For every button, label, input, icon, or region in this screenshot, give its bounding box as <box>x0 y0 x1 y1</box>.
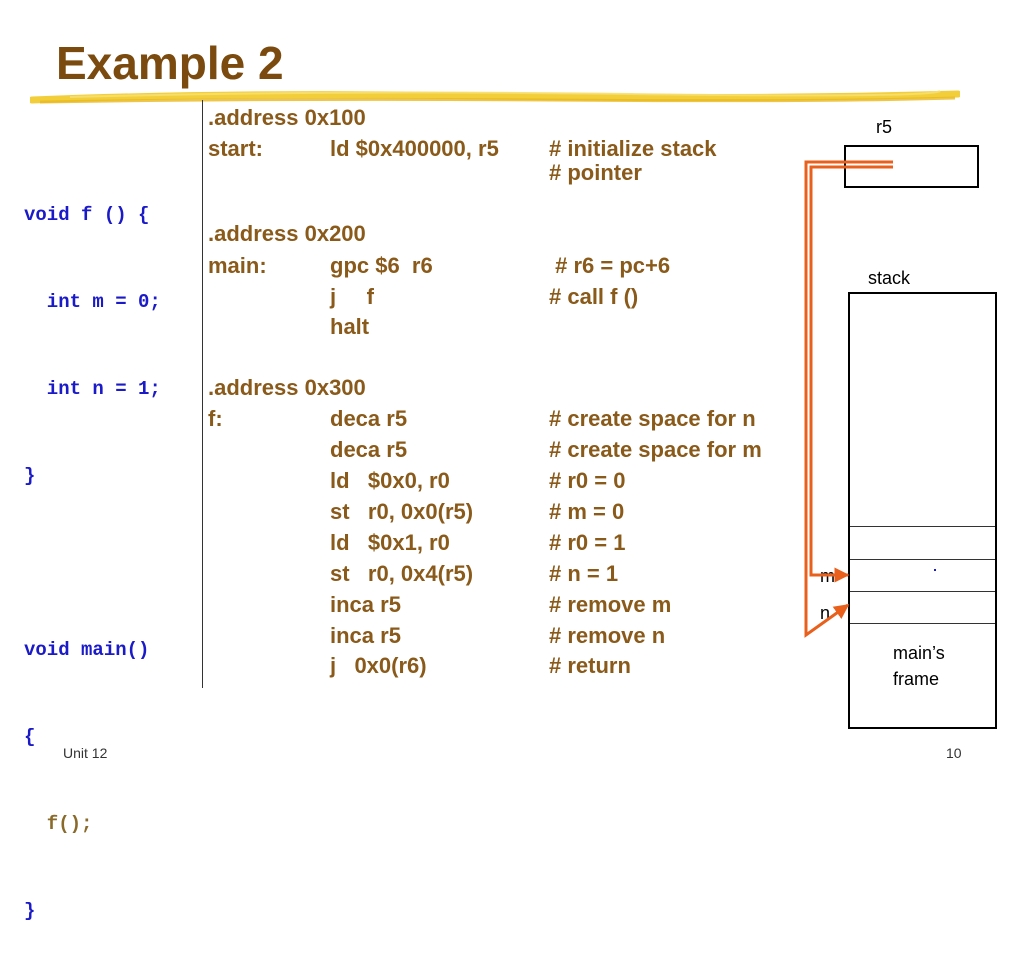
asm-comment: # r0 = 1 <box>549 530 626 555</box>
asm-instruction: inca r5 <box>330 623 401 648</box>
column-divider <box>202 100 203 688</box>
stack-cell-divider <box>850 526 995 527</box>
asm-instruction: deca r5 <box>330 437 408 462</box>
footer-unit: Unit 12 <box>63 745 108 761</box>
asm-comment: # r0 = 0 <box>549 468 626 493</box>
asm-label: f: <box>208 406 223 431</box>
asm-instruction: ld $0x1, r0 <box>330 530 450 555</box>
c-code-line: int m = 0; <box>24 291 161 313</box>
asm-comment: # pointer <box>549 160 642 185</box>
asm-instruction: inca r5 <box>330 592 401 617</box>
asm-comment: # initialize stack <box>549 136 717 161</box>
asm-comment: # m = 0 <box>549 499 625 524</box>
main-frame-label: frame <box>893 669 940 689</box>
c-code-line: { <box>24 726 36 748</box>
asm-instruction: deca r5 <box>330 406 408 431</box>
c-code-line: void f () { <box>24 204 150 226</box>
n-label: n <box>820 603 831 623</box>
r5-to-n-arrow <box>804 160 893 638</box>
asm-instruction: halt <box>330 314 370 339</box>
asm-address-directive: .address 0x200 <box>208 221 366 246</box>
asm-label: start: <box>208 136 264 161</box>
asm-comment: # create space for m <box>549 437 762 462</box>
asm-instruction: j 0x0(r6) <box>330 653 427 678</box>
asm-comment: # call f () <box>549 284 639 309</box>
c-code-line: void main() <box>24 639 150 661</box>
asm-instruction: ld $0x400000, r5 <box>330 136 499 161</box>
asm-instruction: j f <box>330 284 374 309</box>
stack-cell-divider <box>850 559 995 560</box>
c-code-line: } <box>24 465 36 487</box>
stack-cell-dot <box>934 569 936 571</box>
r5-to-m-arrow <box>809 165 893 583</box>
asm-comment: # r6 = pc+6 <box>549 253 671 278</box>
slide-title: Example 2 <box>56 37 284 89</box>
asm-address-directive: .address 0x300 <box>208 375 366 400</box>
main-frame-label: main’s <box>893 643 945 663</box>
c-code-line: int n = 1; <box>24 378 161 400</box>
pointer-arrows <box>804 160 893 638</box>
asm-comment: # remove n <box>549 623 666 648</box>
asm-instruction: ld $0x0, r0 <box>330 468 450 493</box>
c-code-line: f(); <box>24 813 93 835</box>
asm-comment: # remove m <box>549 592 672 617</box>
asm-comment: # create space for n <box>549 406 756 431</box>
asm-instruction: st r0, 0x0(r5) <box>330 499 474 524</box>
c-code-line: } <box>24 900 36 922</box>
stack-label: stack <box>868 268 911 288</box>
asm-comment: # n = 1 <box>549 561 619 586</box>
asm-address-directive: .address 0x100 <box>208 105 366 130</box>
asm-comment: # return <box>549 653 631 678</box>
page-number: 10 <box>946 745 962 761</box>
title-underline-brushstroke <box>30 90 960 104</box>
stack-cell-divider <box>850 623 995 624</box>
asm-instruction: st r0, 0x4(r5) <box>330 561 474 586</box>
stack-box <box>848 292 997 729</box>
stack-cell-divider <box>850 591 995 592</box>
asm-instruction: gpc $6 r6 <box>330 253 433 278</box>
asm-label: main: <box>208 253 267 278</box>
r5-label: r5 <box>876 117 893 137</box>
